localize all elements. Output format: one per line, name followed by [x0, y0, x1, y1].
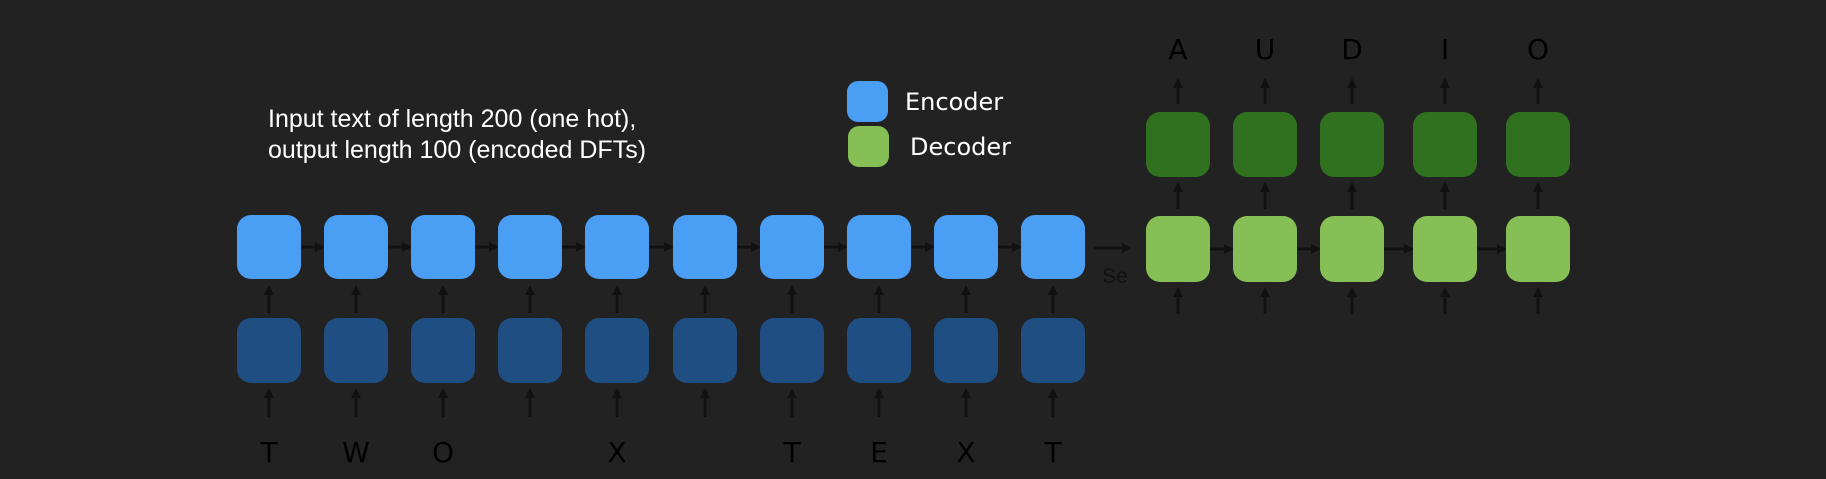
encoder-cell: [934, 215, 998, 279]
encoder-input-cell: [585, 318, 649, 383]
encoder-input-cell: [1021, 318, 1085, 383]
encoder-cell: [324, 215, 388, 279]
output-letter: I: [1441, 33, 1449, 66]
input-letter: T: [782, 436, 801, 469]
decoder-cell: [1320, 216, 1384, 282]
legend-encoder-label: Encoder: [905, 87, 1004, 116]
input-letter: T: [1043, 436, 1062, 469]
decoder-output-cell: [1233, 112, 1297, 177]
legend-decoder-label: Decoder: [910, 132, 1011, 161]
encoder-input-cell: [760, 318, 824, 383]
decoder-cell: [1506, 216, 1570, 282]
output-letter: A: [1168, 33, 1187, 66]
output-letter: O: [1527, 33, 1549, 66]
decoder-output-cell: [1146, 112, 1210, 177]
output-letter: U: [1255, 33, 1276, 66]
input-letter: O: [432, 436, 454, 469]
encoder-input-cell: [324, 318, 388, 383]
legend-encoder-swatch: [847, 81, 888, 122]
encoder-cell: [760, 215, 824, 279]
decoder-output-cell: [1413, 112, 1477, 177]
arrow-layer: [264, 78, 1543, 417]
legend-decoder: Decoder: [848, 126, 1011, 167]
description-line-2: output length 100 (encoded DFTs): [268, 136, 647, 164]
decoder-output-cell: [1320, 112, 1384, 177]
encoder-input-cell: [934, 318, 998, 383]
decoder-cell: [1413, 216, 1477, 282]
box-layer: [237, 112, 1570, 383]
input-letter: E: [870, 436, 888, 469]
legend-encoder: Encoder: [847, 81, 1003, 122]
encoder-input-cell: [847, 318, 911, 383]
encoder-input-cell: [411, 318, 475, 383]
encoder-cell: [585, 215, 649, 279]
encoder-input-cell: [237, 318, 301, 383]
input-letter: X: [607, 436, 626, 469]
decoder-cell: [1146, 216, 1210, 282]
connector-label: Se: [1102, 265, 1128, 288]
output-letter: D: [1341, 33, 1363, 66]
decoder-cell: [1233, 216, 1297, 282]
encoder-cell: [1021, 215, 1085, 279]
encoder-cell: [498, 215, 562, 279]
input-letter: X: [956, 436, 975, 469]
input-letter: T: [259, 436, 278, 469]
description-line-1: Input text of length 200 (one hot),: [268, 105, 637, 133]
encoder-input-cell: [673, 318, 737, 383]
encoder-input-cell: [498, 318, 562, 383]
input-letter: W: [342, 436, 370, 469]
encoder-cell: [673, 215, 737, 279]
encoder-cell: [847, 215, 911, 279]
encoder-cell: [237, 215, 301, 279]
description-text: Input text of length 200 (one hot), outp…: [268, 104, 646, 166]
legend-decoder-swatch: [848, 126, 889, 167]
encoder-cell: [411, 215, 475, 279]
text-layer: T W O X T E X T Se A U D I O: [259, 33, 1549, 469]
decoder-output-cell: [1506, 112, 1570, 177]
